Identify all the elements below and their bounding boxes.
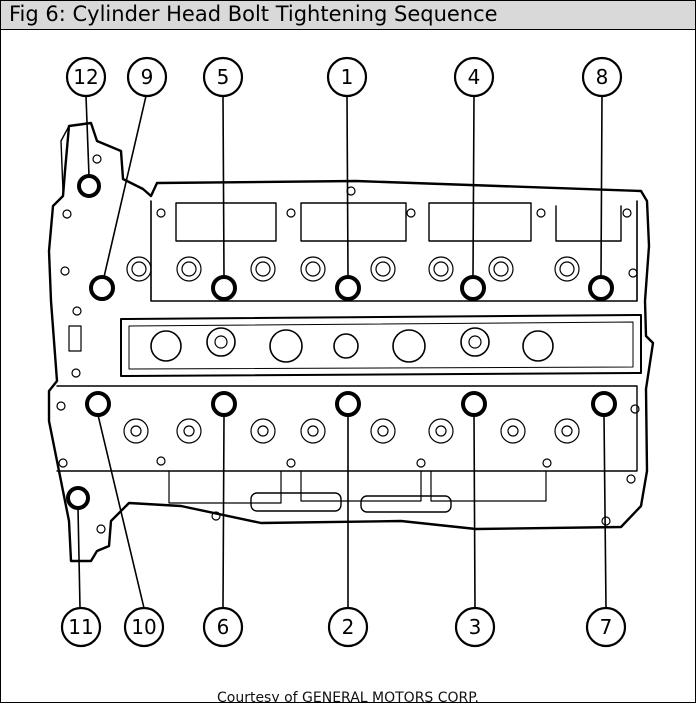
- callouts-bottom: [60, 606, 627, 648]
- head-bolts-bottom: [66, 391, 617, 510]
- leader-lines: [77, 95, 607, 609]
- figure-title: Fig 6: Cylinder Head Bolt Tightening Seq…: [9, 2, 498, 26]
- callout-12: 12: [73, 65, 98, 89]
- cylinder-head-outline: [47, 121, 655, 563]
- head-bolt-11: [66, 486, 90, 510]
- callout-10-circle: [123, 606, 165, 648]
- title-bar: Fig 6: Cylinder Head Bolt Tightening Seq…: [1, 1, 695, 30]
- port-strip: [120, 314, 642, 377]
- head-bolt-2: [335, 391, 361, 417]
- callout-3-circle: [454, 606, 496, 648]
- callout-9: 9: [141, 65, 154, 89]
- head-bolt-5: [211, 275, 237, 301]
- courtesy-credit: Courtesy of GENERAL MOTORS CORP.: [216, 690, 479, 703]
- head-bolt-9: [89, 275, 115, 301]
- callout-7: 7: [600, 615, 613, 639]
- callout-5: 5: [217, 65, 230, 89]
- callout-11-circle: [60, 606, 102, 648]
- callout-1: 1: [341, 65, 354, 89]
- head-bolt-1: [335, 275, 361, 301]
- head-bolts-top: [77, 174, 614, 301]
- callout-6: 6: [217, 615, 230, 639]
- callout-4-circle: [453, 56, 495, 98]
- callout-7-circle: [585, 606, 627, 648]
- callout-1-circle: [326, 56, 368, 98]
- head-bolt-10: [85, 391, 111, 417]
- callout-2: 2: [342, 615, 355, 639]
- cylinder-head-diagram: 12 9 5 1 4 8 11 10 6 2 3 7: [47, 56, 655, 648]
- callout-10: 10: [131, 615, 156, 639]
- head-bolt-3: [461, 391, 487, 417]
- callout-4: 4: [468, 65, 481, 89]
- callout-6-circle: [202, 606, 244, 648]
- callout-8: 8: [596, 65, 609, 89]
- callout-2-circle: [327, 606, 369, 648]
- head-bolt-6: [211, 391, 237, 417]
- head-bolt-12: [77, 174, 101, 198]
- head-bolt-4: [460, 275, 486, 301]
- callout-12-circle: [65, 56, 107, 98]
- callout-8-circle: [581, 56, 623, 98]
- callout-5-circle: [202, 56, 244, 98]
- callout-11: 11: [68, 615, 93, 639]
- callouts-top: [65, 56, 623, 98]
- head-bolt-7: [591, 391, 617, 417]
- callout-3: 3: [469, 615, 482, 639]
- callout-9-circle: [126, 56, 168, 98]
- head-bolt-8: [588, 275, 614, 301]
